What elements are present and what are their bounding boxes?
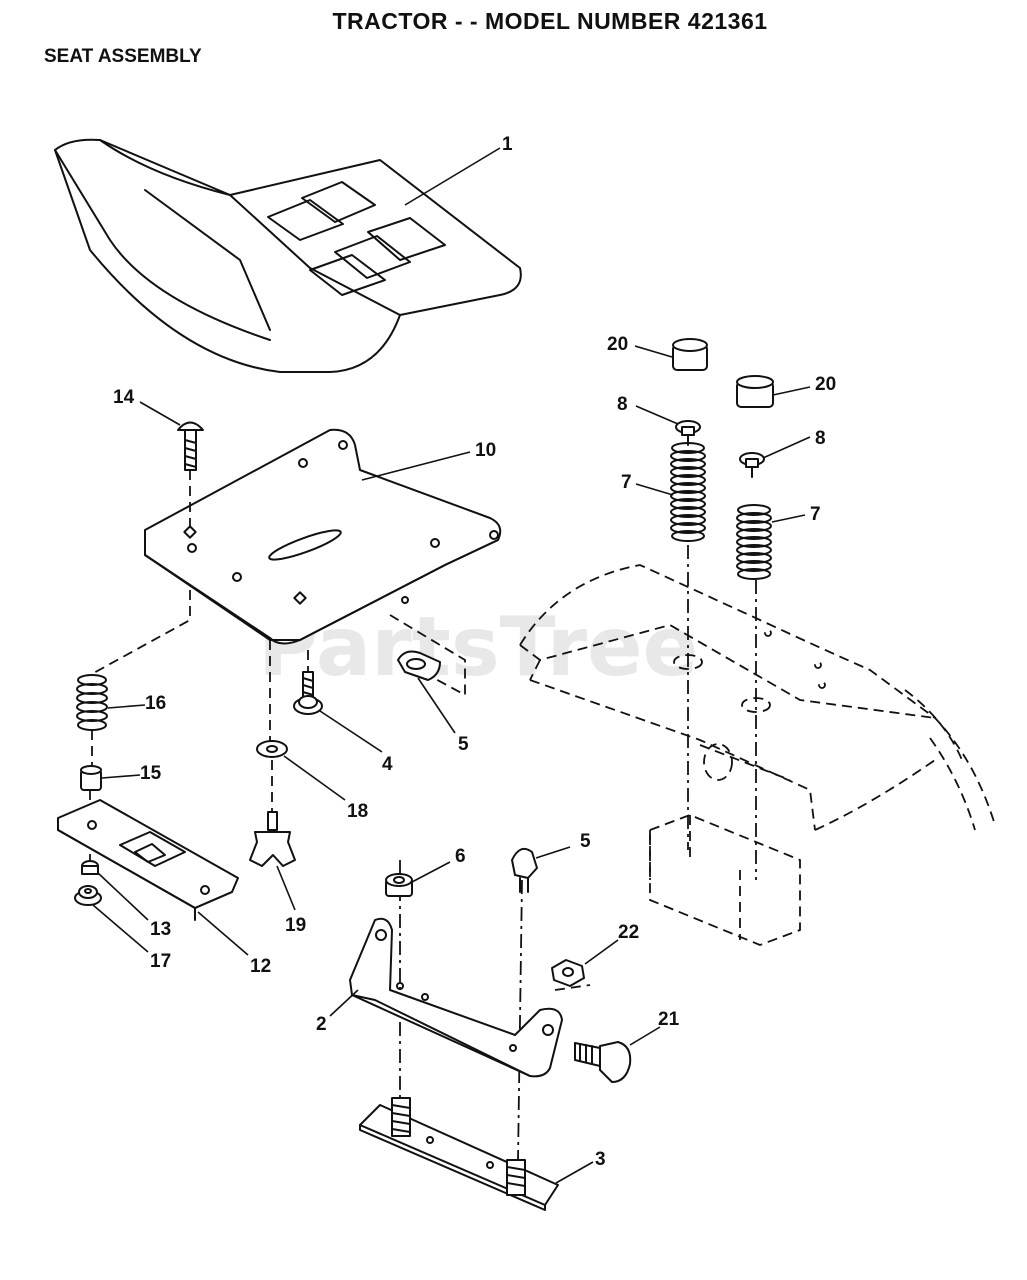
callout-17: 17 [150, 951, 171, 972]
callout-18: 18 [347, 801, 368, 822]
callout-10: 10 [475, 440, 496, 461]
callout-3: 3 [595, 1149, 606, 1170]
callout-1: 1 [502, 134, 513, 155]
leader-lines [92, 147, 811, 1184]
bushing-part[interactable] [385, 873, 413, 897]
callout-4: 4 [382, 754, 393, 775]
spring-left-part[interactable] [670, 442, 706, 542]
callout-19: 19 [285, 915, 306, 936]
callout-8-left: 8 [617, 394, 628, 415]
callout-5-upper: 5 [458, 734, 469, 755]
callout-20-left: 20 [607, 334, 628, 355]
screw-left-part[interactable] [675, 420, 701, 446]
bottom-plate-part[interactable] [359, 1097, 559, 1211]
callout-14: 14 [113, 387, 135, 408]
seat-pan-part[interactable] [144, 428, 502, 645]
knob-part[interactable] [249, 811, 296, 867]
callout-20-right: 20 [815, 374, 836, 395]
carriage-bolt-part[interactable] [177, 421, 204, 471]
spring-right-part[interactable] [736, 504, 772, 580]
section-title: SEAT ASSEMBLY [44, 46, 202, 67]
callout-2: 2 [316, 1014, 327, 1035]
bumper-right-part[interactable] [736, 375, 774, 408]
screw-right-part[interactable] [739, 452, 765, 478]
spring-16-part[interactable] [76, 674, 108, 731]
callout-7-right: 7 [810, 504, 821, 525]
callout-22: 22 [618, 922, 639, 943]
clip-upper-part[interactable] [397, 650, 441, 681]
callout-5-lower: 5 [580, 831, 591, 852]
spacer-part[interactable] [80, 765, 102, 791]
callout-12: 12 [250, 956, 271, 977]
page-title: TRACTOR - - MODEL NUMBER 421361 [332, 8, 768, 34]
seat-bracket-part[interactable] [349, 917, 563, 1078]
nut-22-part[interactable] [551, 959, 585, 987]
fender-reference [519, 564, 996, 946]
callout-15: 15 [140, 763, 162, 784]
callout-16: 16 [145, 693, 166, 714]
callout-labels: 1 10 14 8 20 20 8 7 7 16 15 4 5 18 19 13… [113, 134, 836, 1170]
callout-21: 21 [658, 1009, 680, 1030]
bumper-left-part[interactable] [672, 338, 708, 371]
callout-13: 13 [150, 919, 171, 940]
shoulder-bolt-part[interactable] [293, 671, 323, 715]
seat-part[interactable] [54, 138, 522, 373]
assembly-lines [89, 470, 757, 1161]
washer-part[interactable] [256, 740, 288, 758]
callout-8-right: 8 [815, 428, 826, 449]
callout-6: 6 [455, 846, 466, 867]
slide-plate-part[interactable] [57, 799, 239, 921]
nut-17-part[interactable] [74, 885, 102, 906]
pivot-bolt-part[interactable] [574, 1041, 632, 1083]
callout-7-left: 7 [621, 472, 632, 493]
clip-lower-part[interactable] [511, 847, 538, 893]
nut-13-part[interactable] [81, 860, 99, 875]
